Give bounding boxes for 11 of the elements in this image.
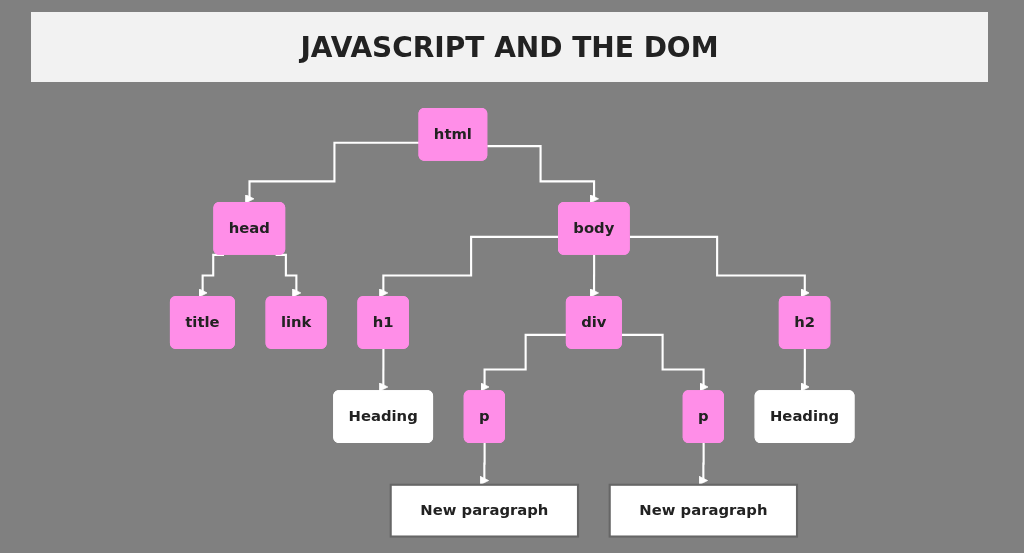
node-box: New paragraph	[608, 483, 798, 538]
title-banner: JAVASCRIPT AND THE DOM	[31, 12, 988, 82]
arrow	[629, 235, 810, 298]
arrow	[378, 347, 388, 392]
arrow	[378, 235, 559, 298]
arrow	[621, 333, 709, 392]
arrow	[487, 145, 599, 204]
arrow	[589, 253, 599, 298]
arrow	[479, 333, 567, 392]
node-box: New paragraph	[389, 483, 579, 538]
arrow	[800, 347, 810, 392]
